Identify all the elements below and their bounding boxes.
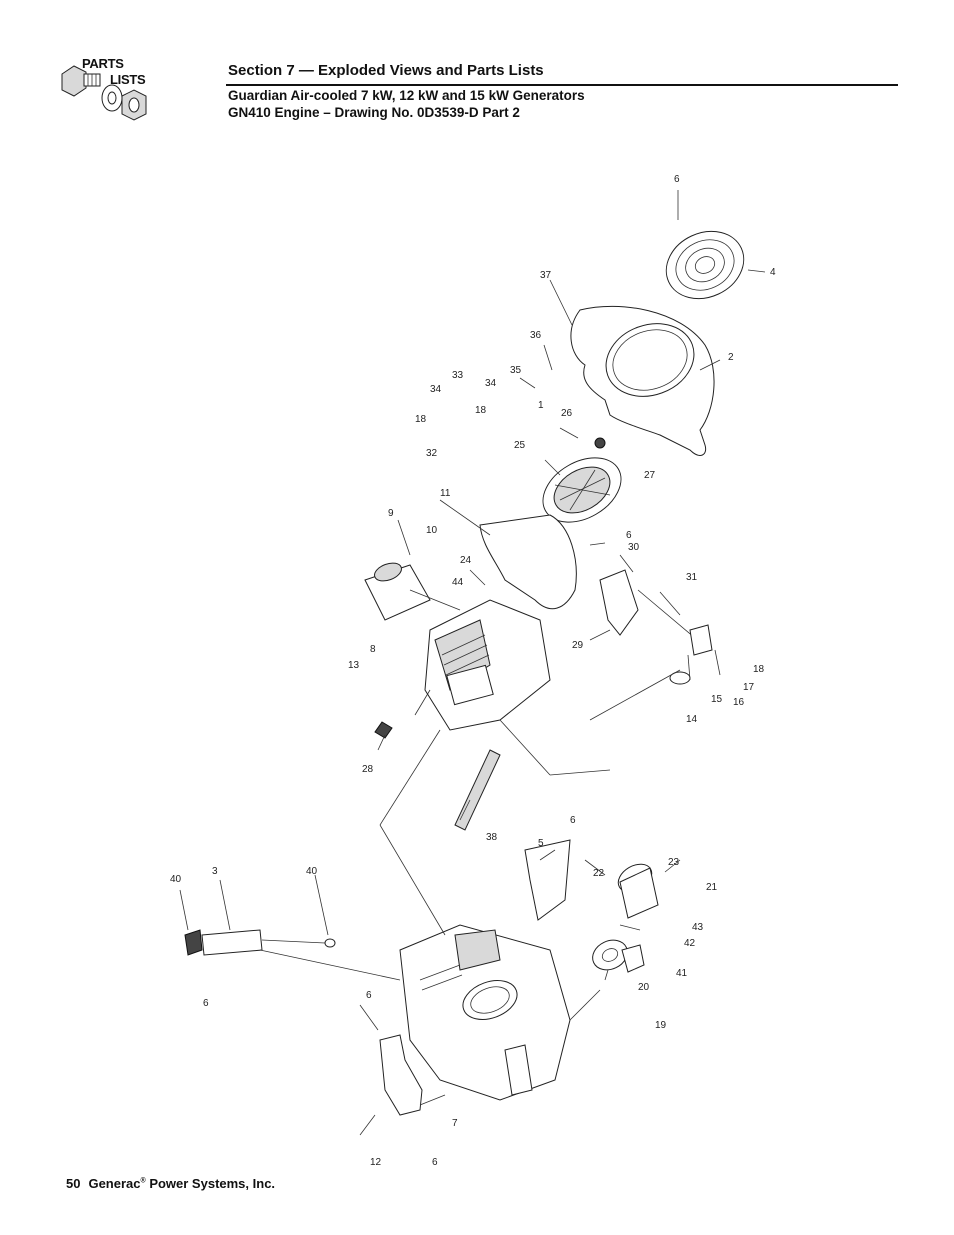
callout-37: 37 — [540, 270, 552, 281]
shield-plate — [379, 1034, 423, 1116]
company-suffix: Power Systems, Inc. — [149, 1176, 276, 1191]
callout-29: 29 — [572, 640, 584, 651]
callout-34b: 34 — [485, 378, 497, 389]
callout-18c: 18 — [753, 664, 765, 675]
dipstick-tube — [454, 749, 501, 831]
baffle-plate — [524, 839, 571, 921]
leader-lines — [179, 190, 766, 1136]
lower-engine-block — [399, 924, 571, 1101]
spark-plug — [374, 721, 393, 739]
callout-23: 23 — [668, 857, 680, 868]
callout-17: 17 — [743, 682, 755, 693]
callout-numbers: 6 4 37 2 36 35 1 33 34 34 18 18 26 32 25… — [170, 174, 776, 1168]
bolt-nut-washer-icon — [61, 65, 147, 121]
callout-30: 30 — [628, 542, 640, 553]
callout-43: 43 — [692, 922, 704, 933]
callout-25: 25 — [514, 440, 526, 451]
subtitle-generators: Guardian Air-cooled 7 kW, 12 kW and 15 k… — [228, 88, 585, 103]
callout-26: 26 — [561, 408, 573, 419]
throttle-bracket — [599, 569, 639, 636]
callout-40a: 40 — [170, 874, 182, 885]
callout-12: 12 — [370, 1157, 382, 1168]
cover-15 — [689, 624, 713, 656]
callout-32: 32 — [426, 448, 438, 459]
callout-2: 2 — [728, 352, 734, 363]
exploded-view-drawing: 6 4 37 2 36 35 1 33 34 34 18 18 26 32 25… — [170, 174, 776, 1168]
callout-14: 14 — [686, 714, 698, 725]
callout-18a: 18 — [415, 414, 427, 425]
logo-text-parts: PARTS — [82, 56, 124, 71]
callout-33: 33 — [452, 370, 464, 381]
callout-11: 11 — [440, 488, 451, 499]
callout-15: 15 — [711, 694, 723, 705]
logo-text-lists: LISTS — [110, 72, 146, 87]
parts-lists-logo: PARTS LISTS — [58, 56, 158, 128]
callout-21: 21 — [706, 882, 718, 893]
blower-housing — [570, 305, 715, 456]
company-name: Generac — [88, 1176, 141, 1191]
callout-28: 28 — [362, 764, 374, 775]
starter-motor — [364, 562, 461, 621]
grill-screen — [665, 230, 745, 300]
callout-41: 41 — [676, 968, 688, 979]
callout-22: 22 — [593, 868, 605, 879]
callout-7: 7 — [452, 1118, 458, 1129]
page-footer: 50 Generac® Power Systems, Inc. — [66, 1176, 275, 1191]
callout-42: 42 — [684, 938, 696, 949]
callout-35: 35 — [510, 365, 522, 376]
callout-36: 36 — [530, 330, 542, 341]
upper-engine-block — [424, 599, 551, 731]
throttle-cable — [637, 589, 696, 639]
callout-5: 5 — [538, 838, 544, 849]
callout-19: 19 — [655, 1020, 667, 1031]
subtitle-drawing-number: GN410 Engine – Drawing No. 0D3539-D Part… — [228, 105, 520, 120]
flywheel — [542, 437, 622, 523]
header-rule — [226, 84, 898, 86]
dipstick-assembly — [184, 929, 336, 956]
callout-18b: 18 — [475, 405, 487, 416]
callout-6: 6 — [674, 174, 680, 185]
callout-16: 16 — [733, 697, 745, 708]
callout-44: 44 — [452, 577, 464, 588]
registered-mark: ® — [140, 1177, 146, 1185]
callout-9: 9 — [388, 508, 394, 519]
oil-filter-assembly — [592, 863, 659, 973]
callout-27: 27 — [644, 470, 656, 481]
callout-40b: 40 — [306, 866, 318, 877]
callout-38: 38 — [486, 832, 498, 843]
callout-34a: 34 — [430, 384, 442, 395]
callout-1: 1 — [538, 400, 544, 411]
callout-6d: 6 — [203, 998, 209, 1009]
air-guide-baffle — [479, 514, 577, 610]
callout-31: 31 — [686, 572, 698, 583]
callout-24: 24 — [460, 555, 472, 566]
callout-3: 3 — [212, 866, 218, 877]
callout-8: 8 — [370, 644, 376, 655]
callout-10: 10 — [426, 525, 438, 536]
callout-6f: 6 — [432, 1157, 438, 1168]
page-number: 50 — [66, 1176, 81, 1191]
section-title: Section 7 — Exploded Views and Parts Lis… — [228, 62, 544, 79]
callout-4: 4 — [770, 267, 776, 278]
callout-6e: 6 — [366, 990, 372, 1001]
callout-13: 13 — [348, 660, 360, 671]
callout-6c: 6 — [570, 815, 576, 826]
callout-20: 20 — [638, 982, 650, 993]
callout-6b: 6 — [626, 530, 632, 541]
